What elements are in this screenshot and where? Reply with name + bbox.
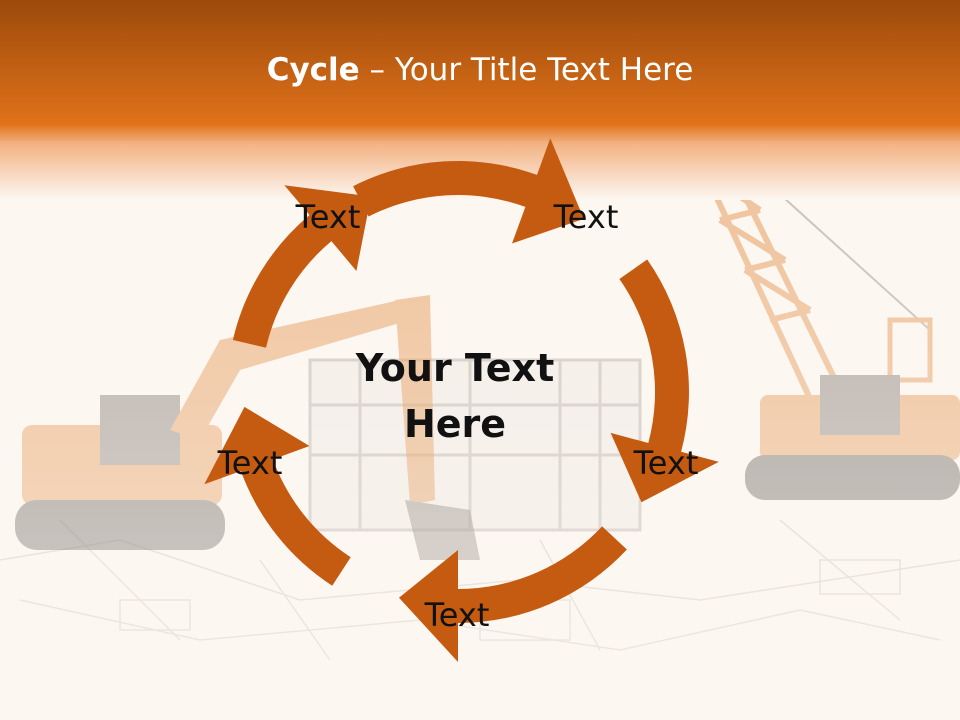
- node-label-left: Text: [217, 444, 283, 482]
- title-rest: – Your Title Text Here: [359, 52, 694, 88]
- title-bold: Cycle: [266, 52, 360, 88]
- node-label-top-right: Text: [553, 198, 619, 236]
- cycle-arrow-bottom-right: [399, 526, 627, 662]
- cycle-arrow-bottom-left: [204, 406, 351, 586]
- node-label-right: Text: [633, 444, 699, 482]
- cycle-arrow-top: [353, 138, 584, 244]
- cycle-arrow-left: [232, 185, 371, 348]
- slide-title: Cycle – Your Title Text Here: [0, 52, 960, 88]
- center-text-line1: Your Text: [355, 346, 555, 390]
- node-label-top-left: Text: [295, 198, 361, 236]
- center-text: Your Text Here: [330, 340, 580, 452]
- cycle-arrow-right: [610, 259, 719, 503]
- node-label-bottom: Text: [424, 596, 490, 634]
- cycle-arrows: [204, 138, 719, 662]
- center-text-line2: Here: [403, 402, 507, 446]
